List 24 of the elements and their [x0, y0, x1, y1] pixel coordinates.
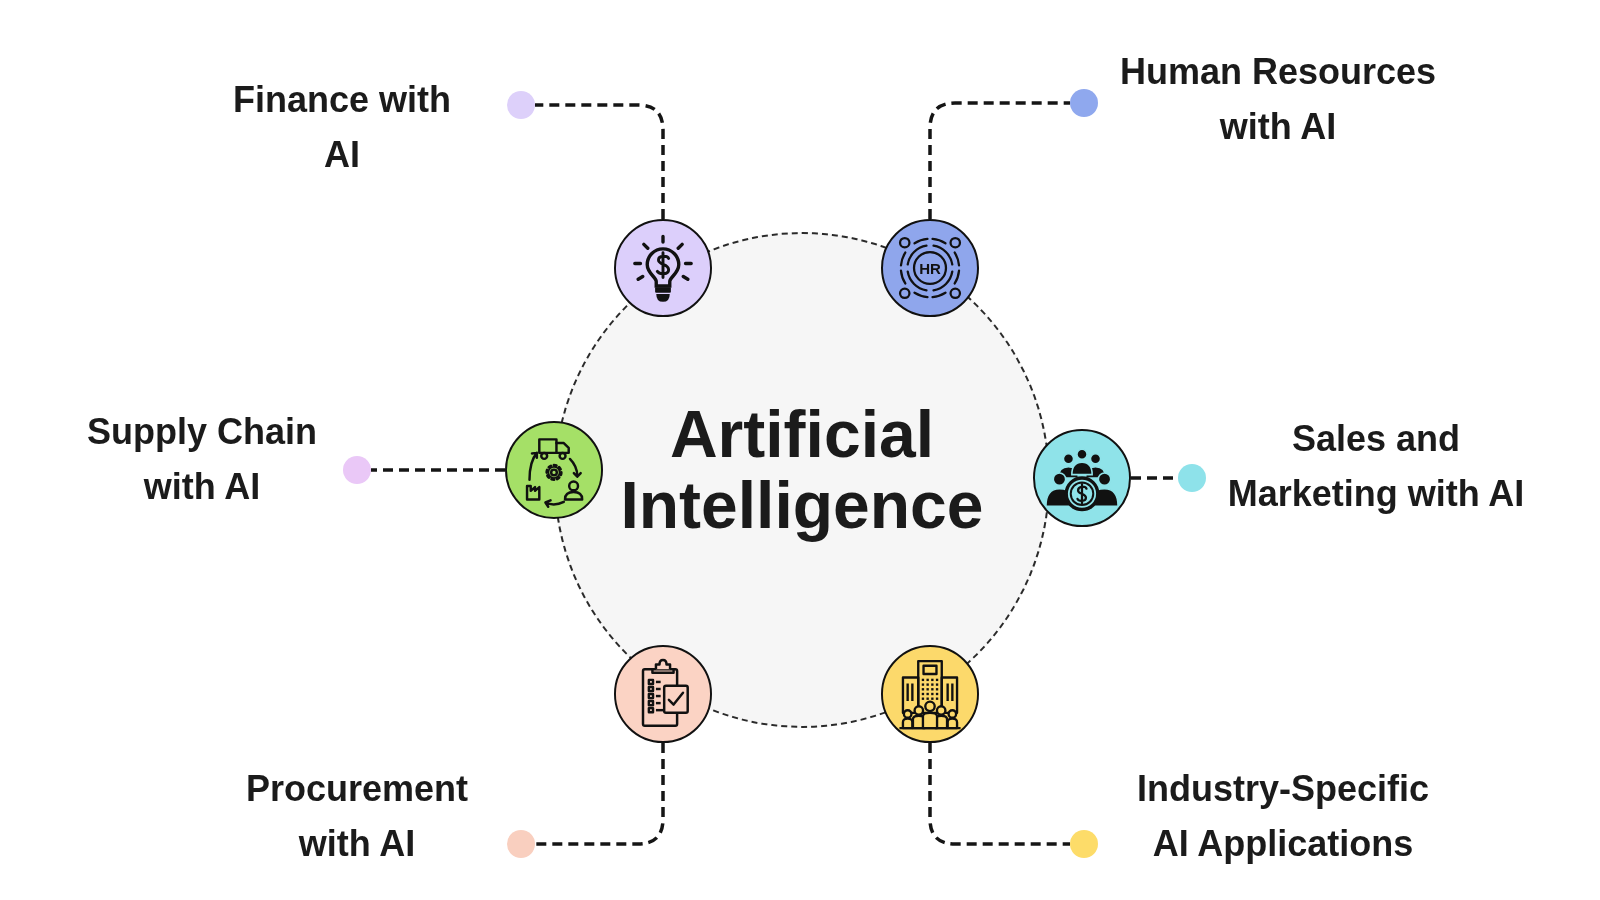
connector-line — [371, 468, 505, 472]
connector-line — [928, 101, 1070, 219]
dot-icon — [343, 456, 371, 484]
connector-line — [535, 103, 665, 219]
category-label: Supply Chain with AI — [86, 410, 318, 509]
category-label: Industry-Specific AI Applications — [1135, 767, 1431, 866]
category-label: Human Resources with AI — [1118, 49, 1438, 149]
dot-icon — [1070, 830, 1098, 858]
dot-icon — [507, 91, 535, 119]
connector-line — [535, 743, 665, 846]
group-dollar-icon — [1033, 429, 1131, 527]
dot-icon — [1070, 89, 1098, 117]
lightbulb-dollar-icon — [614, 219, 712, 317]
hub-title: Artificial Intelligence — [619, 399, 985, 541]
supply-cycle-icon — [505, 421, 603, 519]
buildings-people-icon — [881, 645, 979, 743]
connector-line — [928, 743, 1070, 846]
category-label: Sales and Marketing with AI — [1226, 417, 1526, 516]
clipboard-check-icon — [614, 645, 712, 743]
category-label: Procurement with AI — [244, 767, 470, 866]
icon-text: HR — [919, 260, 941, 276]
dot-icon — [1178, 464, 1206, 492]
category-label: Finance with AI — [232, 77, 452, 177]
dot-icon — [507, 830, 535, 858]
